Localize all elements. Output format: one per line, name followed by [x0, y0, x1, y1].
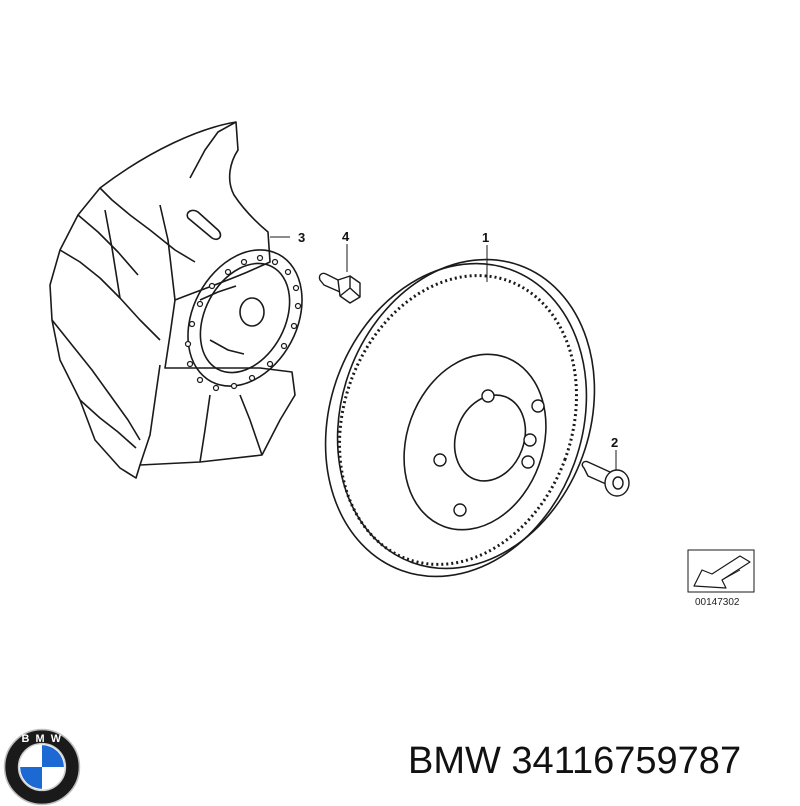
- protection-plate: [49, 121, 296, 479]
- callout-4: 4: [342, 229, 350, 244]
- hex-screw: [318, 272, 361, 304]
- hub-flange-holes: [184, 254, 302, 392]
- callout-2: 2: [611, 435, 618, 450]
- reference-code: 00147302: [695, 597, 740, 608]
- callout-1: 1: [482, 230, 489, 245]
- part-number-caption: BMW 34116759787: [408, 740, 742, 782]
- svg-text:B M W: B M W: [21, 733, 62, 745]
- reference-symbol: [687, 549, 755, 593]
- brake-disc: [324, 258, 596, 578]
- bmw-logo: B M W: [3, 728, 81, 806]
- brake-disc-bolt-holes: [433, 389, 545, 517]
- callout-3: 3: [298, 230, 305, 245]
- wheel-bolt: [581, 460, 630, 497]
- hub-flange: [187, 249, 303, 387]
